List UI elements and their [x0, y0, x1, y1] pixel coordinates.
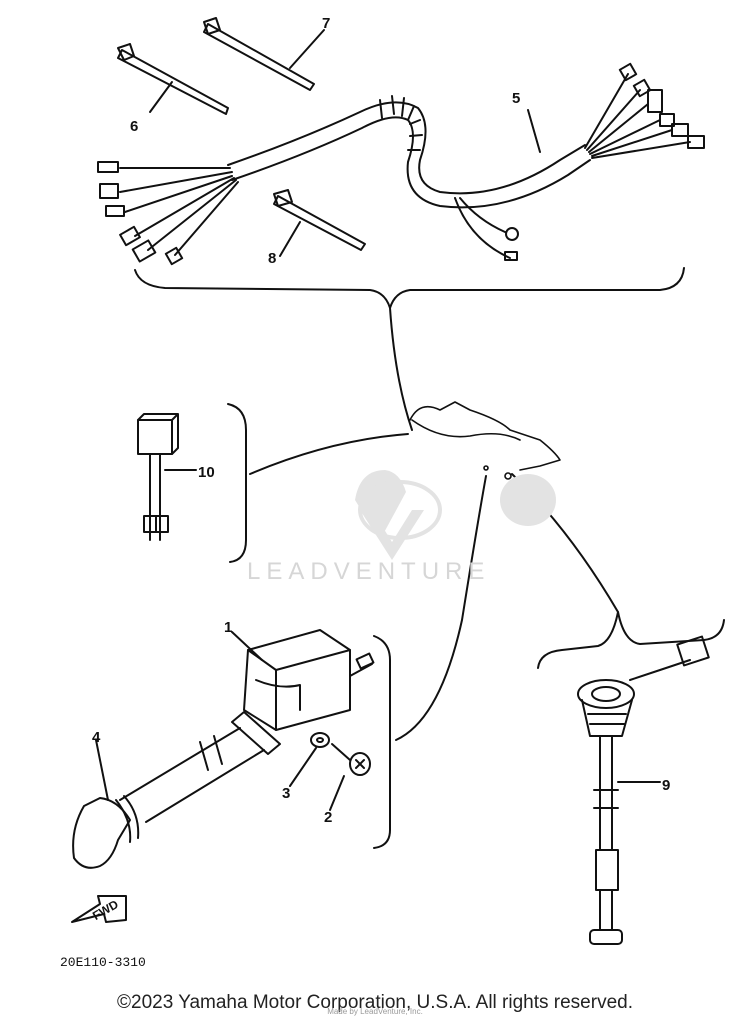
harness-group-bracket [134, 267, 685, 309]
pointer-line-harness [389, 307, 413, 431]
callout-6: 6 [130, 118, 138, 135]
watermark-subtext: Made by LeadVenture, Inc. [327, 1007, 423, 1016]
washer-3 [310, 732, 330, 748]
cable-tie-8 [273, 195, 366, 251]
copyright-notice: ©2023 Yamaha Motor Corporation, U.S.A. A… [117, 992, 633, 1013]
group-9-bracket [537, 611, 725, 669]
fwd-arrow [71, 895, 127, 923]
group-10-bracket [227, 403, 247, 563]
callout-3: 3 [282, 785, 290, 802]
switch-unit-1 [243, 629, 351, 731]
callout-10: 10 [198, 464, 215, 481]
callout-8: 8 [268, 250, 276, 267]
lever-knob-4 [72, 797, 131, 869]
wire-harness-body [227, 101, 586, 195]
cable-tie-7 [203, 23, 315, 91]
callout-9: 9 [662, 777, 670, 794]
watermark-text: LEADVENTURE [247, 558, 490, 585]
cable-tie-6 [117, 49, 229, 115]
callout-5: 5 [512, 90, 520, 107]
pointer-line-1 [395, 475, 487, 741]
leadventure-watermark [355, 470, 556, 560]
group-1-bracket [373, 635, 391, 849]
part-code: 20E110-3310 [60, 955, 146, 970]
atv-outline [409, 401, 561, 480]
callout-4: 4 [92, 729, 101, 746]
gauge-flange-9 [577, 679, 635, 709]
callout-7: 7 [322, 15, 330, 32]
pointer-line-10 [249, 433, 409, 475]
relay-body [137, 419, 173, 455]
callout-2: 2 [324, 809, 332, 826]
callout-1: 1 [224, 619, 232, 636]
screw-2 [331, 743, 351, 761]
